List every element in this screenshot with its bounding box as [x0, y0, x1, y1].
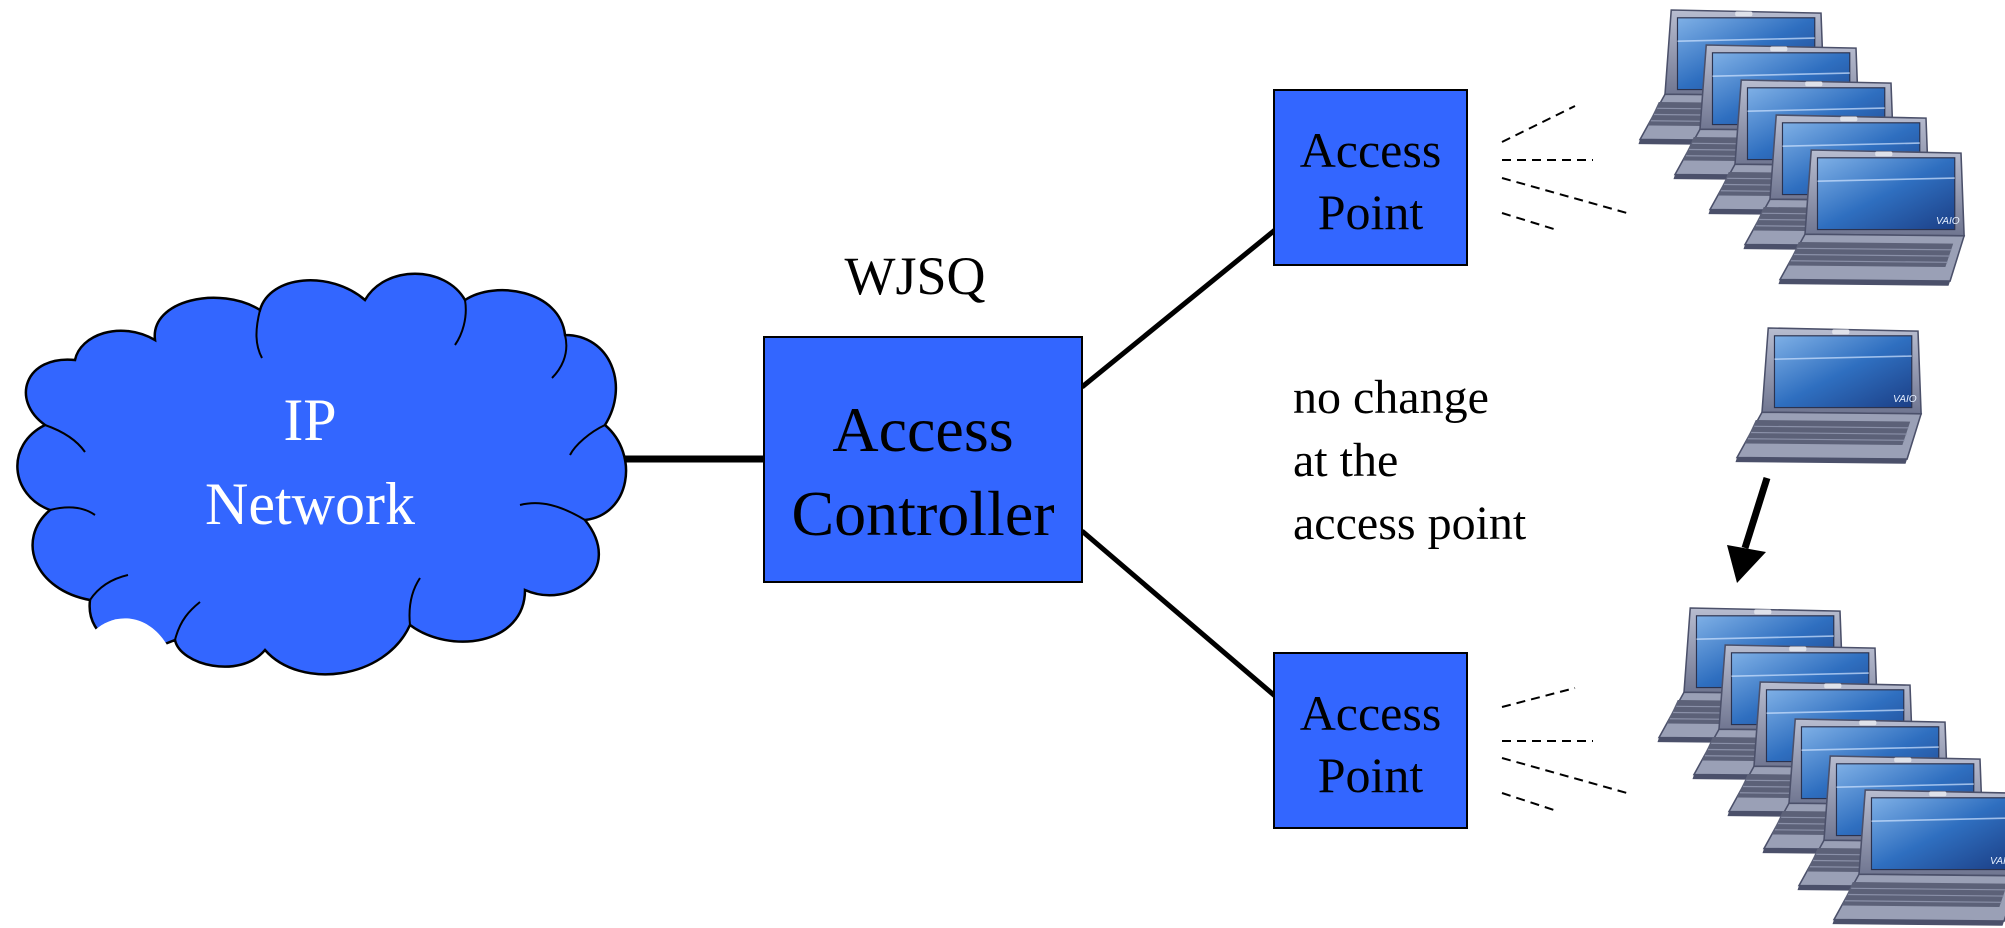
cloud-label: IP Network: [150, 378, 470, 546]
access-point-bottom-line1: Access: [1299, 685, 1442, 741]
note-line3: access point: [1293, 497, 1527, 550]
access-controller-box: Access Controller: [763, 336, 1083, 583]
link-controller-ap-top: [1080, 228, 1277, 389]
access-point-bottom-label: Access Point: [1275, 682, 1466, 806]
access-point-bottom-box: Access Point: [1273, 652, 1468, 829]
access-point-top-label: Access Point: [1275, 119, 1466, 243]
access-controller-line1: Access: [832, 394, 1014, 465]
wireless-signals-bottom: [1501, 687, 1628, 812]
access-point-top-line1: Access: [1299, 122, 1442, 178]
laptop-group-top: [1637, 9, 1965, 287]
access-point-top-line2: Point: [1317, 184, 1424, 240]
note-line2: at the: [1293, 434, 1399, 487]
movement-arrow: [1727, 476, 1771, 583]
laptop-group-bottom: [1656, 607, 2005, 927]
controller-caption: WJSQ: [844, 246, 986, 306]
access-controller-label: Access Controller: [765, 388, 1081, 556]
note-line1: no change: [1293, 371, 1489, 424]
cloud-label-line2: Network: [205, 471, 415, 537]
access-point-bottom-line2: Point: [1317, 747, 1424, 803]
no-change-note: no change at the access point: [1293, 366, 1526, 555]
ip-network-cloud: [16, 272, 628, 676]
cloud-label-line1: IP: [283, 387, 337, 453]
access-point-top-box: Access Point: [1273, 89, 1468, 266]
link-controller-ap-bottom: [1080, 529, 1277, 698]
wireless-signals-top: [1501, 105, 1628, 231]
access-controller-line2: Controller: [791, 478, 1055, 549]
roaming-laptop: [1734, 327, 1922, 465]
